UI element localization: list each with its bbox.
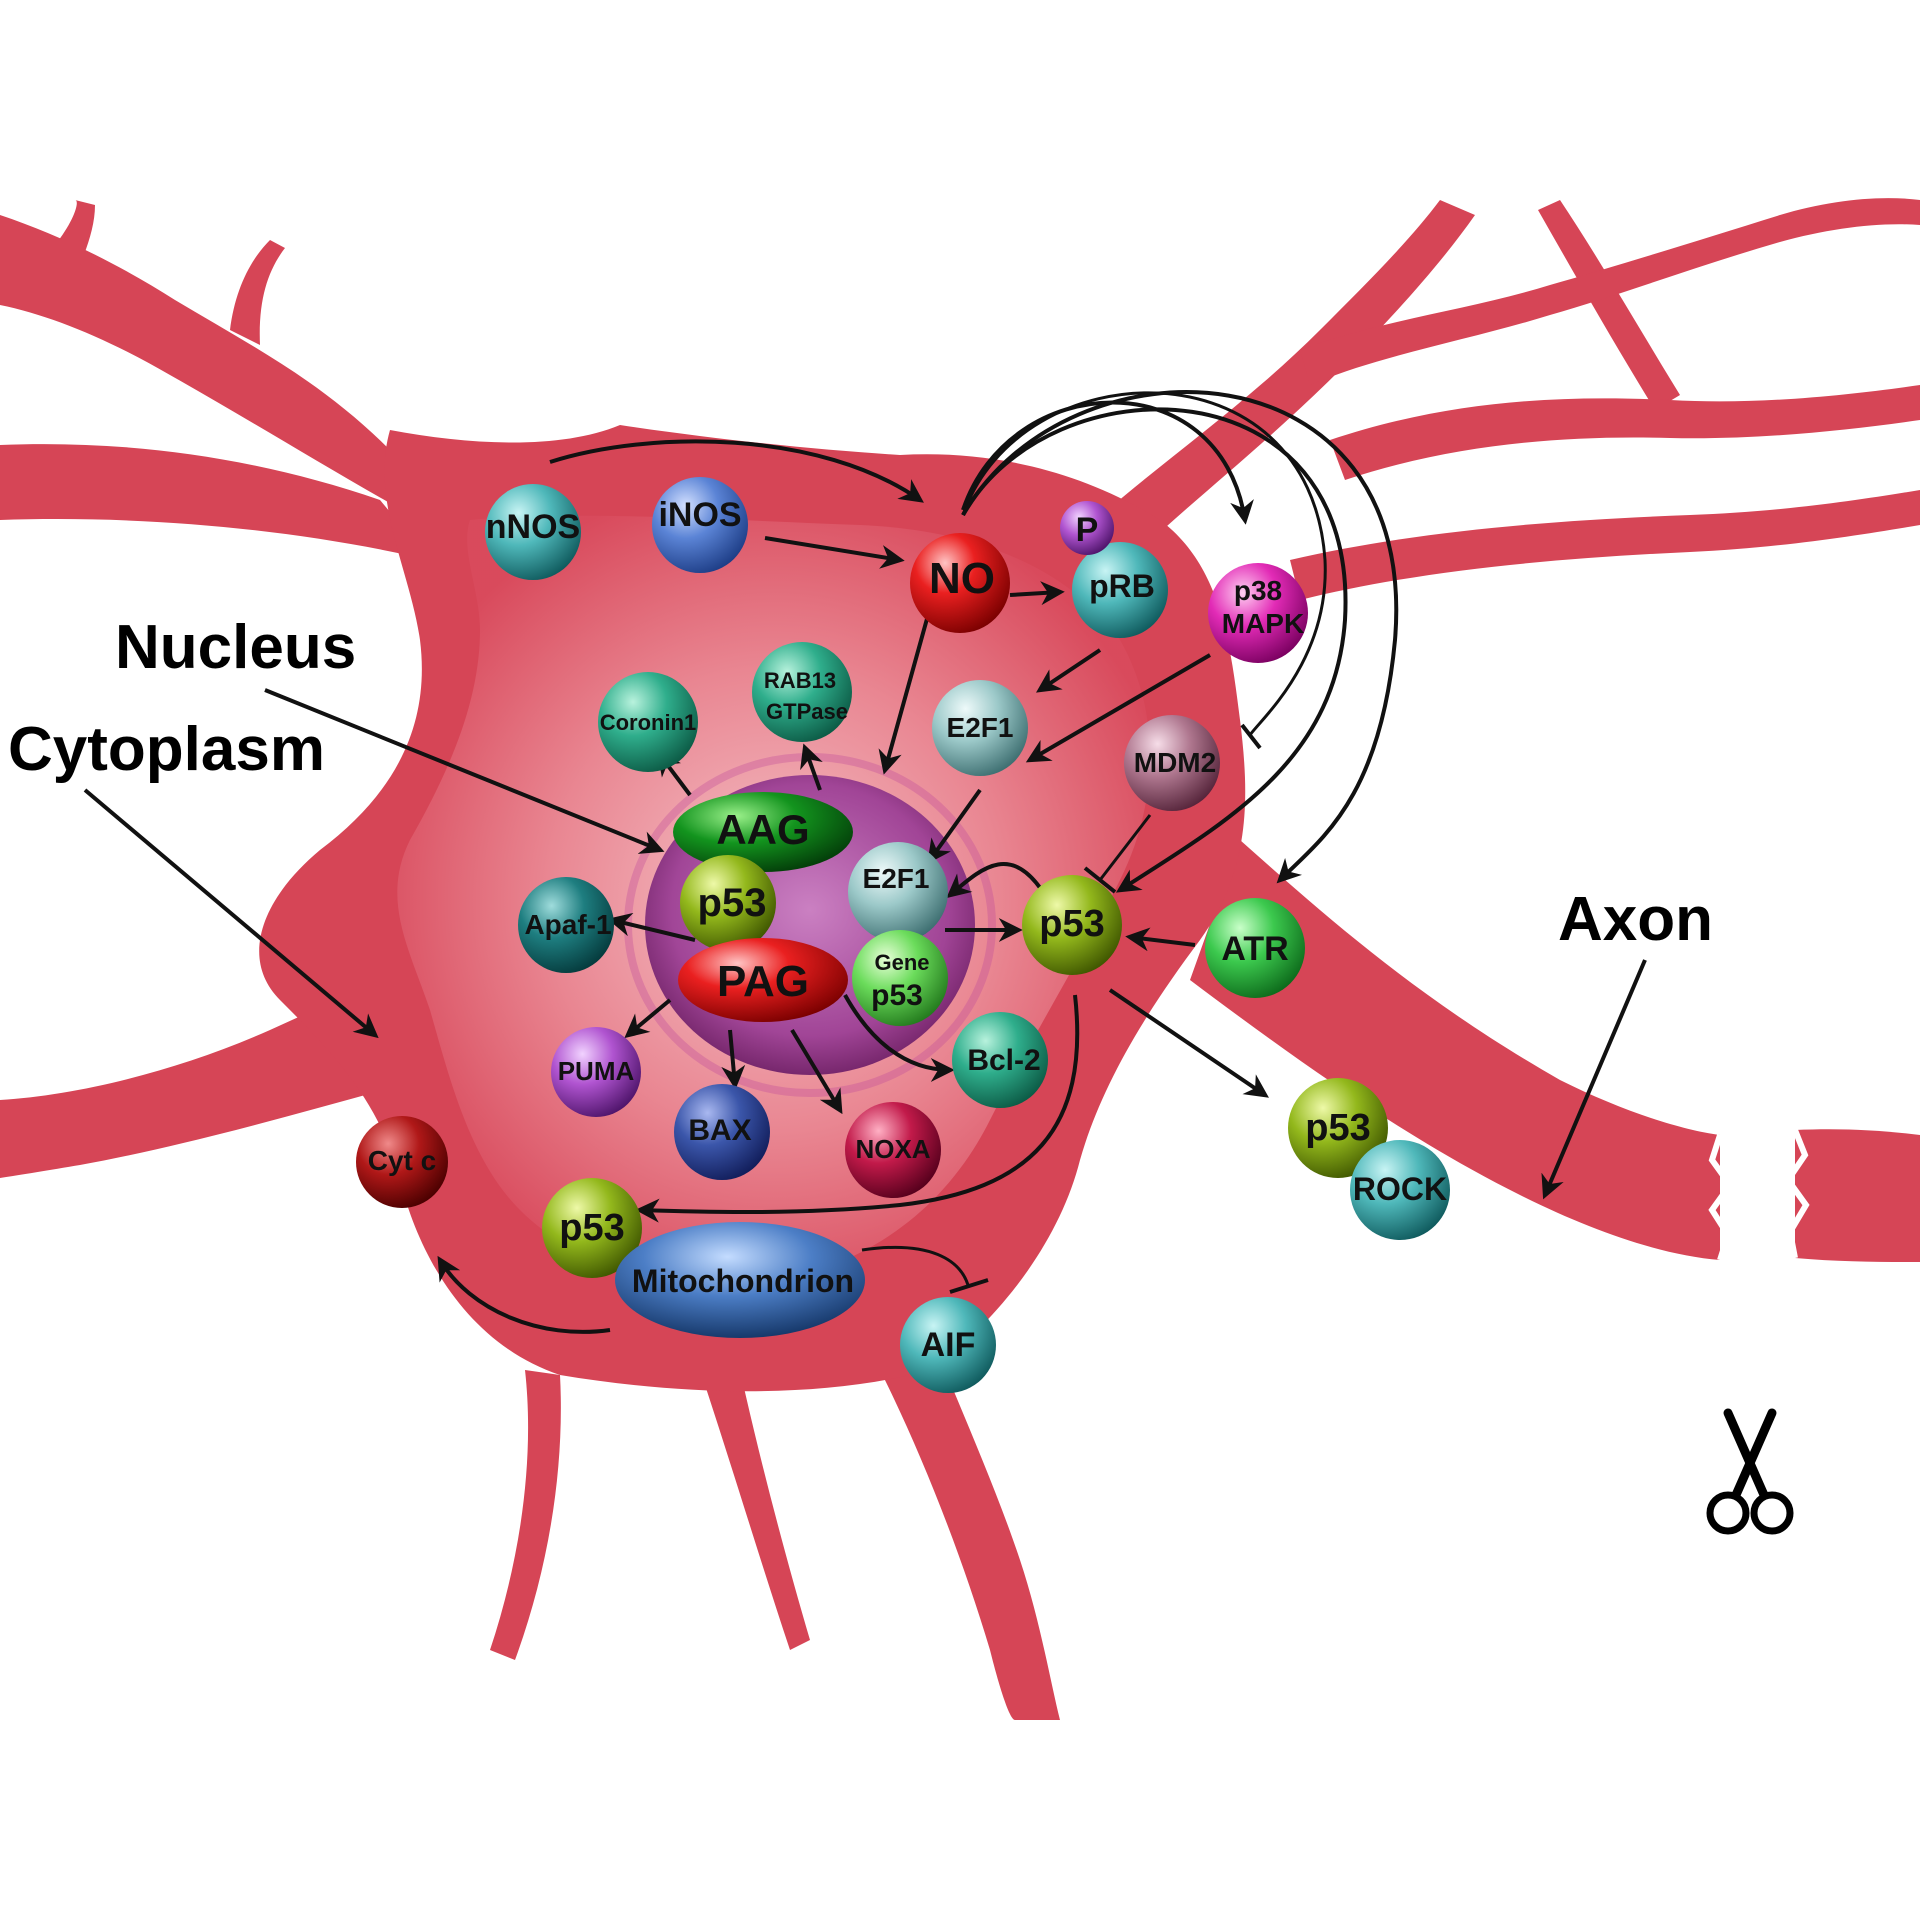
svg-text:nNOS: nNOS xyxy=(486,508,580,546)
molecule-nnos: nNOS xyxy=(485,484,581,580)
molecule-e2f1-nucleus: E2F1 xyxy=(848,842,948,942)
label-cytoplasm: Cytoplasm xyxy=(8,715,325,784)
svg-text:Apaf-1: Apaf-1 xyxy=(524,909,611,940)
svg-text:iNOS: iNOS xyxy=(658,496,741,534)
label-axon: Axon xyxy=(1558,885,1713,954)
svg-text:p53: p53 xyxy=(871,979,923,1012)
svg-text:PAG: PAG xyxy=(717,957,809,1006)
molecule-p38-mapk: p38 MAPK xyxy=(1208,563,1308,663)
molecule-p53-mitochondrion: p53 xyxy=(542,1178,642,1278)
svg-text:ATR: ATR xyxy=(1221,930,1288,968)
svg-text:p53: p53 xyxy=(1039,903,1104,945)
svg-text:ROCK: ROCK xyxy=(1353,1171,1447,1207)
svg-text:Bcl-2: Bcl-2 xyxy=(967,1044,1040,1077)
svg-text:NO: NO xyxy=(929,554,995,603)
molecule-puma: PUMA xyxy=(551,1027,641,1117)
svg-text:Gene: Gene xyxy=(874,950,929,975)
molecule-p-phosphate: P xyxy=(1060,501,1114,555)
mitochondrion: Mitochondrion xyxy=(615,1222,865,1338)
svg-text:BAX: BAX xyxy=(688,1114,751,1147)
molecule-rab13-gtpase: RAB13 GTPase xyxy=(752,642,852,742)
molecule-rock: ROCK xyxy=(1350,1140,1450,1240)
svg-text:P: P xyxy=(1076,511,1099,549)
molecule-e2f1-cytoplasm: E2F1 xyxy=(932,680,1028,776)
svg-text:MDM2: MDM2 xyxy=(1134,747,1216,778)
svg-text:Coronin1: Coronin1 xyxy=(600,710,697,735)
molecule-aag: AAG xyxy=(673,792,853,872)
molecule-apaf1: Apaf-1 xyxy=(518,877,614,973)
molecule-prb: pRB xyxy=(1072,542,1168,638)
molecule-mdm2: MDM2 xyxy=(1124,715,1220,811)
molecule-p53-cytoplasm: p53 xyxy=(1022,875,1122,975)
molecule-p53-nucleus: p53 xyxy=(680,855,776,951)
molecule-noxa: NOXA xyxy=(845,1102,941,1198)
molecule-aif: AIF xyxy=(900,1297,996,1393)
molecule-cyt-c: Cyt c xyxy=(356,1116,448,1208)
molecule-pag: PAG xyxy=(678,938,848,1022)
molecule-bax: BAX xyxy=(674,1084,770,1180)
pathway-arrows xyxy=(83,390,1647,1334)
svg-text:GTPase: GTPase xyxy=(766,699,848,724)
svg-text:RAB13: RAB13 xyxy=(764,668,836,693)
svg-text:p53: p53 xyxy=(1305,1107,1370,1149)
molecule-bcl2: Bcl-2 xyxy=(952,1012,1048,1108)
svg-text:AIF: AIF xyxy=(921,1326,976,1364)
molecule-no: NO xyxy=(910,533,1010,633)
label-nucleus: Nucleus xyxy=(115,613,356,682)
svg-text:pRB: pRB xyxy=(1089,568,1155,604)
svg-text:AAG: AAG xyxy=(716,806,809,853)
molecule-coronin1: Coronin1 xyxy=(598,672,698,772)
svg-text:p38: p38 xyxy=(1234,575,1282,606)
svg-text:p53: p53 xyxy=(698,881,767,925)
molecule-gene-p53: Gene p53 xyxy=(852,930,948,1026)
svg-text:Mitochondrion: Mitochondrion xyxy=(632,1263,854,1299)
molecule-inos: iNOS xyxy=(652,477,748,573)
svg-text:NOXA: NOXA xyxy=(855,1134,930,1164)
scissors-icon xyxy=(1706,1408,1794,1535)
svg-text:E2F1: E2F1 xyxy=(863,863,930,894)
svg-text:Cyt c: Cyt c xyxy=(368,1145,436,1176)
svg-text:p53: p53 xyxy=(559,1207,624,1249)
molecule-p53-axon: p53 xyxy=(1288,1078,1388,1178)
svg-text:PUMA: PUMA xyxy=(558,1056,635,1086)
molecule-atr: ATR xyxy=(1205,898,1305,998)
svg-text:E2F1: E2F1 xyxy=(947,712,1014,743)
svg-text:MAPK: MAPK xyxy=(1222,608,1304,639)
